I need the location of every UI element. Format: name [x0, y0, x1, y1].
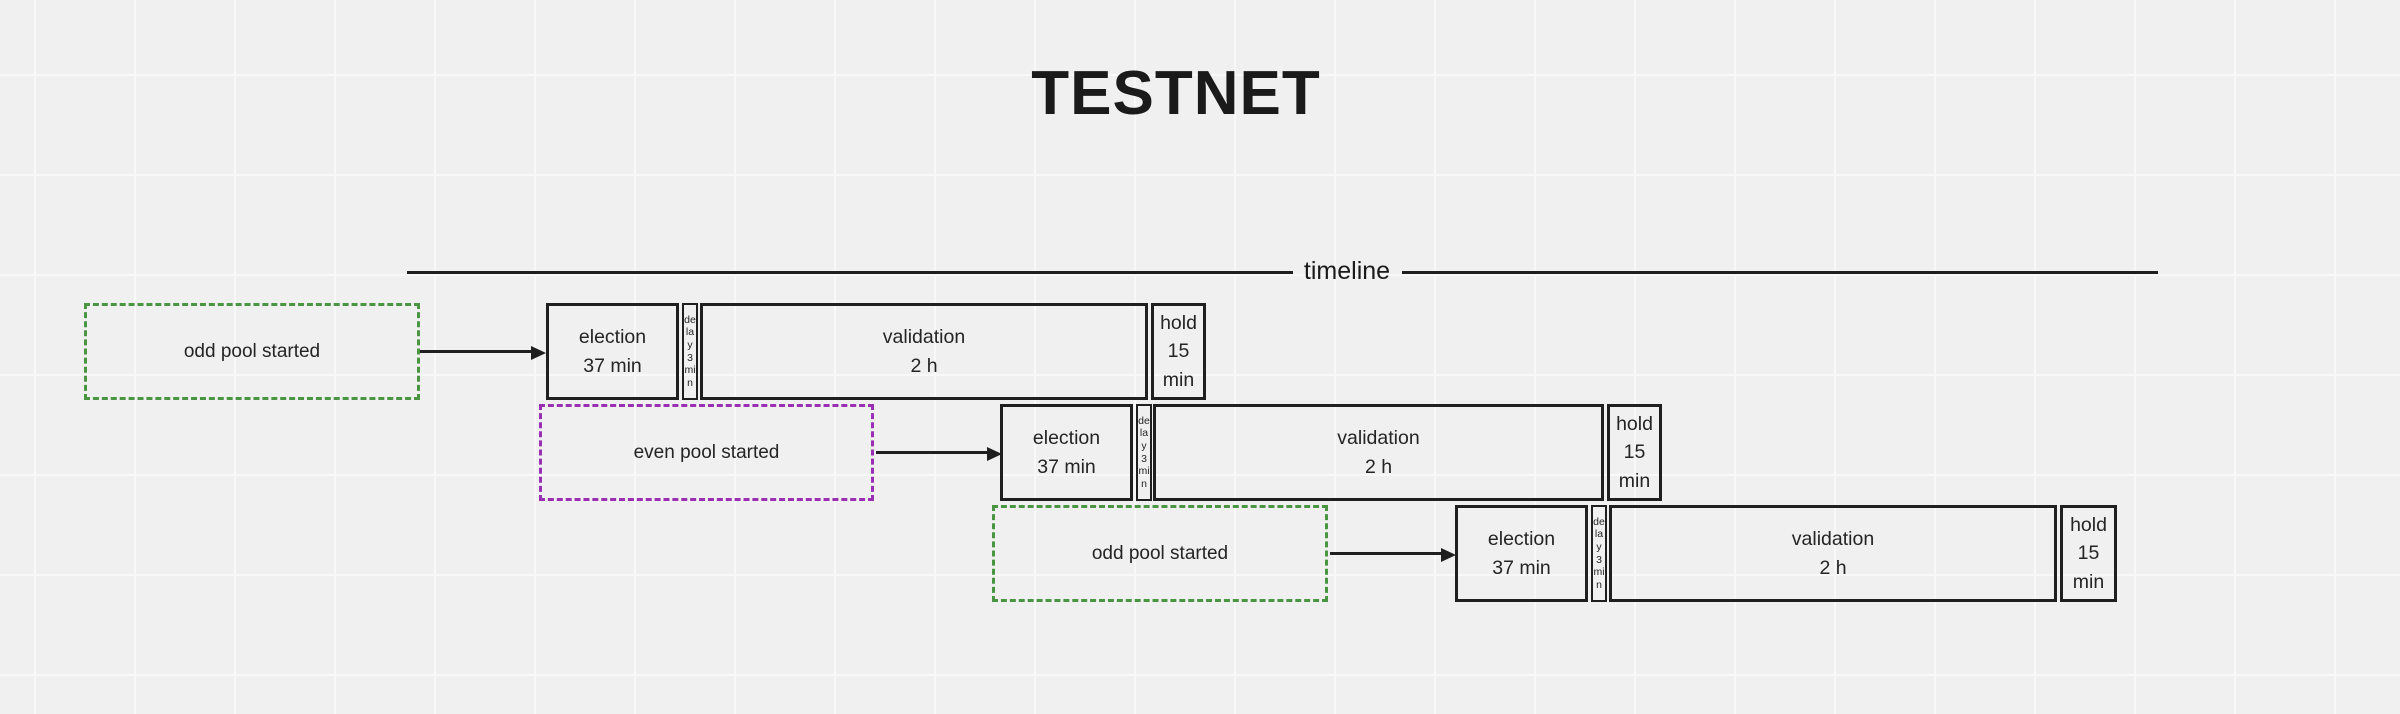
flow-arrow-head-1	[531, 346, 546, 360]
flow-arrow-head-2	[987, 447, 1002, 461]
stage-election-1: election 37 min	[546, 303, 679, 400]
pool-start-box-odd-1: odd pool started	[84, 303, 420, 400]
pool-start-box-even-2: even pool started	[539, 404, 874, 501]
flow-arrow-head-3	[1441, 548, 1456, 562]
stage-validation-3: validation 2 h	[1609, 505, 2057, 602]
stage-delay-3: delay 3 min	[1591, 505, 1607, 602]
timeline-label: timeline	[1303, 257, 1391, 285]
stage-delay-1: delay 3 min	[682, 303, 698, 400]
stage-election-2: election 37 min	[1000, 404, 1133, 501]
stage-hold-2: hold 15 min	[1607, 404, 1662, 501]
timeline-line-right	[1402, 271, 2158, 274]
timeline-line-left	[407, 271, 1293, 274]
stage-hold-3: hold 15 min	[2060, 505, 2117, 602]
pool-start-box-odd-3: odd pool started	[992, 505, 1328, 602]
flow-arrow-line-3	[1330, 552, 1443, 555]
flow-arrow-line-1	[420, 350, 533, 353]
stage-hold-1: hold 15 min	[1151, 303, 1206, 400]
stage-election-3: election 37 min	[1455, 505, 1588, 602]
stage-validation-2: validation 2 h	[1153, 404, 1604, 501]
flow-arrow-line-2	[876, 451, 989, 454]
diagram-title: TESTNET	[1031, 59, 1321, 128]
stage-delay-2: delay 3 min	[1136, 404, 1152, 501]
stage-validation-1: validation 2 h	[700, 303, 1148, 400]
